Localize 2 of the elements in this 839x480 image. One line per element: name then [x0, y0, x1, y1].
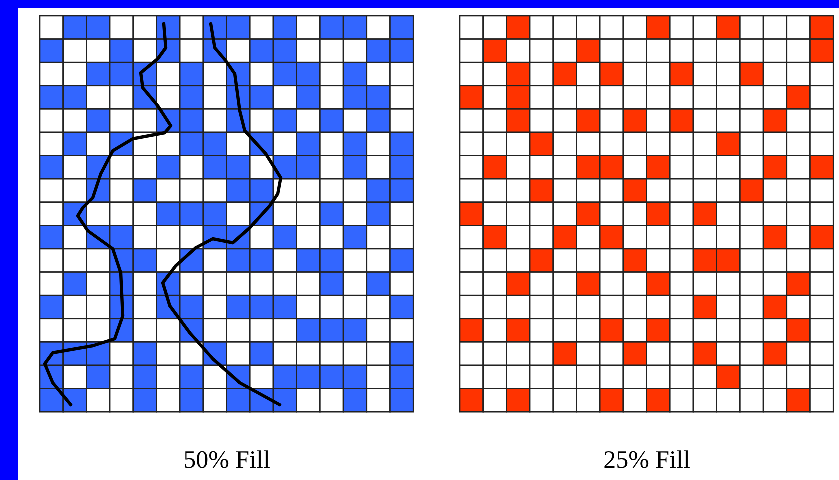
grid-caption: 25% Fill	[604, 447, 690, 476]
grid-caption: 50% Fill	[184, 447, 270, 476]
